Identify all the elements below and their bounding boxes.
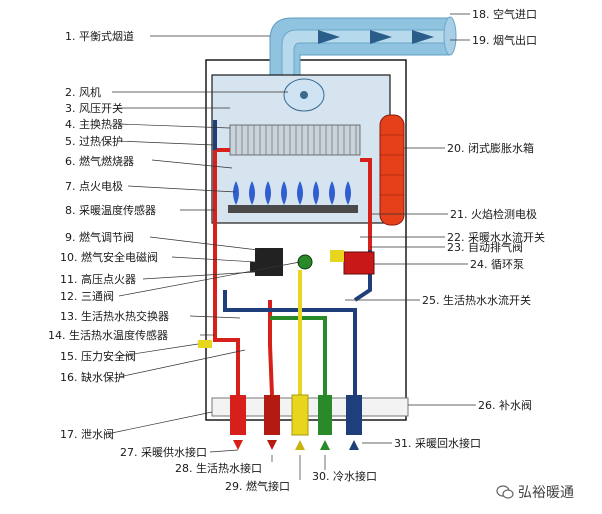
label-19: 19. 烟气出口 <box>472 34 537 47</box>
label-6: 6. 燃气燃烧器 <box>65 155 134 168</box>
burner-flames <box>233 181 351 205</box>
watermark-text: 弘裕暖通 <box>518 485 574 501</box>
label-30: 30. 冷水接口 <box>312 470 377 483</box>
label-7: 7. 点火电极 <box>65 180 123 193</box>
fan-hub <box>300 91 308 99</box>
label-14: 14. 生活热水温度传感器 <box>48 329 168 342</box>
pressure-relief-valve <box>198 340 212 348</box>
label-26: 26. 补水阀 <box>478 399 532 412</box>
label-11: 11. 高压点火器 <box>60 273 136 286</box>
three-way-valve <box>297 254 313 270</box>
circulation-pump <box>343 251 375 275</box>
label-8: 8. 采暖温度传感器 <box>65 204 156 217</box>
label-9: 9. 燃气调节阀 <box>65 231 134 244</box>
label-12: 12. 三通阀 <box>60 290 114 303</box>
label-22: 22. 采暖水水流开关 <box>447 231 545 244</box>
label-31: 31. 采暖回水接口 <box>394 437 481 450</box>
connectors <box>230 394 362 436</box>
label-23: 23. 自动排气阀 <box>447 241 523 254</box>
label-3: 3. 风压开关 <box>65 102 123 115</box>
domestic-pipes <box>270 316 327 395</box>
watermark: 弘裕暖通 <box>496 482 574 502</box>
label-16: 16. 缺水保护 <box>60 371 125 384</box>
label-5: 5. 过热保护 <box>65 135 123 148</box>
heat-exchanger <box>229 124 361 156</box>
label-10: 10. 燃气安全电磁阀 <box>60 251 158 264</box>
expansion-tank <box>379 114 405 226</box>
label-27: 27. 采暖供水接口 <box>120 446 207 459</box>
label-13: 13. 生活热水热交换器 <box>60 310 169 323</box>
label-17: 17. 泄水阀 <box>60 428 114 441</box>
label-4: 4. 主换热器 <box>65 118 123 131</box>
label-15: 15. 压力安全阀 <box>60 350 136 363</box>
flow-arrow-2 <box>370 30 392 44</box>
flow-arrow-1 <box>318 30 340 44</box>
label-28: 28. 生活热水接口 <box>175 462 262 475</box>
wechat-icon <box>496 485 514 499</box>
label-2: 2. 风机 <box>65 86 101 99</box>
label-29: 29. 燃气接口 <box>225 480 290 493</box>
hot-pipes <box>213 148 372 396</box>
label-21: 21. 火焰检测电极 <box>450 208 537 221</box>
label-1: 1. 平衡式烟道 <box>65 30 134 43</box>
label-24: 24. 循环泵 <box>470 258 524 271</box>
label-18: 18. 空气进口 <box>472 8 537 21</box>
duct-end <box>443 16 457 56</box>
flow-arrow-3 <box>412 30 434 44</box>
leader-lines <box>106 13 476 480</box>
label-25: 25. 生活热水水流开关 <box>422 294 531 307</box>
label-20: 20. 闭式膨胀水箱 <box>447 142 534 155</box>
burner-bar <box>228 205 358 213</box>
